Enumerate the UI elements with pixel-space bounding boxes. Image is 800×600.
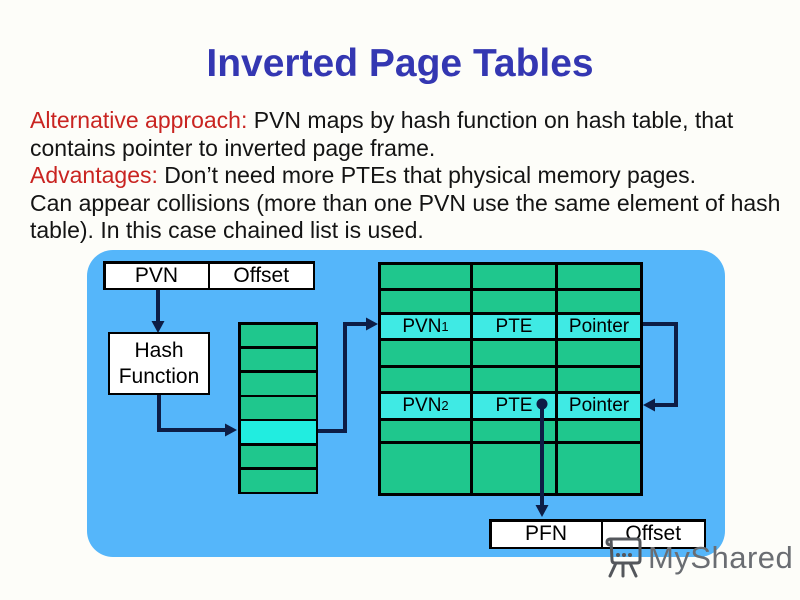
hash-function-label-line2: Function <box>118 364 200 388</box>
hash-table-cell <box>240 324 316 347</box>
body-line: table). In this case chained list is use… <box>30 217 424 244</box>
hash-table-cell <box>240 445 316 468</box>
table-cell <box>473 444 555 493</box>
body-lead-red: Alternative approach: <box>30 107 254 133</box>
body-line: Advantages: Don’t need more PTEs that ph… <box>30 162 790 190</box>
table-cell <box>558 421 640 441</box>
watermark-text: MyShared <box>648 540 794 575</box>
hash-table-cell <box>240 469 316 492</box>
page-title: Inverted Page Tables <box>206 42 594 85</box>
hash-function-label-line1: Hash <box>134 338 184 362</box>
body-segment: Don’t need more PTEs that physical memor… <box>164 162 697 189</box>
entry2-pointer-cell: Pointer <box>558 394 640 418</box>
pfn-cell: PFN <box>491 521 601 547</box>
table-cell <box>381 444 470 493</box>
virtual-address-box: PVN Offset <box>103 261 315 290</box>
table-cell <box>558 368 640 391</box>
body-lead-red: Advantages: <box>30 162 165 189</box>
hash-table-cell <box>240 397 316 419</box>
myshared-easel-icon <box>605 537 642 578</box>
entry2-pte-cell: PTE <box>473 394 555 418</box>
pvn-cell: PVN <box>105 263 208 288</box>
table-cell <box>473 368 555 391</box>
table-cell <box>381 265 470 288</box>
table-cell <box>381 368 470 391</box>
table-cell <box>558 291 640 312</box>
table-cell <box>473 341 555 365</box>
body-line: contains pointer to inverted page frame. <box>30 134 436 161</box>
table-cell <box>558 341 640 365</box>
entry1-pte-cell: PTE <box>473 315 555 338</box>
hash-table-cell <box>240 348 316 371</box>
physical-address-box: PFN Offset <box>489 519 706 549</box>
table-cell <box>381 421 470 441</box>
table-cell <box>473 421 555 441</box>
entry2-pvn-label: PVN <box>402 395 442 416</box>
watermark: MyShared <box>604 534 793 580</box>
offset-cell: Offset <box>210 263 313 288</box>
body-segment: PVN maps by hash function on hash table,… <box>253 107 734 133</box>
body-text: Alternative approach: PVN maps by hash f… <box>30 107 790 245</box>
table-cell <box>558 444 640 493</box>
hash-table-column <box>238 322 318 494</box>
hash-function-box: Hash Function <box>108 332 210 395</box>
body-line: Can appear collisions (more than one PVN… <box>30 189 781 216</box>
body-line: Alternative approach: PVN maps by hash f… <box>30 107 790 135</box>
table-cell <box>558 265 640 288</box>
entry1-pointer-cell: Pointer <box>558 315 640 338</box>
hash-table-cell-highlighted <box>240 421 316 444</box>
table-cell <box>473 291 555 312</box>
table-cell <box>381 291 470 312</box>
entry1-pvn-label: PVN <box>402 315 442 337</box>
hash-table-cell <box>240 372 316 395</box>
table-cell <box>473 265 555 288</box>
table-cell <box>381 341 470 365</box>
